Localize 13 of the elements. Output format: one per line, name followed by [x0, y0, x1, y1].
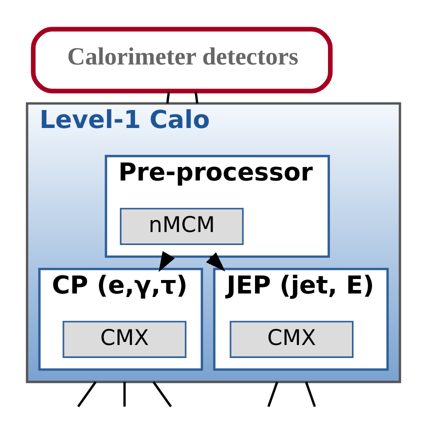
connector	[123, 381, 126, 406]
arrow	[206, 252, 226, 271]
connector	[77, 380, 97, 407]
node-box: CMX	[62, 320, 186, 358]
arrow	[158, 250, 175, 272]
connector	[152, 380, 172, 407]
connector	[166, 90, 170, 104]
node-box: nMCM	[120, 207, 244, 245]
connector	[267, 381, 278, 406]
connector	[194, 90, 198, 104]
node-box: Calorimeter detectors	[30, 26, 333, 93]
connector	[305, 381, 316, 406]
node-box: CMX	[230, 320, 354, 358]
